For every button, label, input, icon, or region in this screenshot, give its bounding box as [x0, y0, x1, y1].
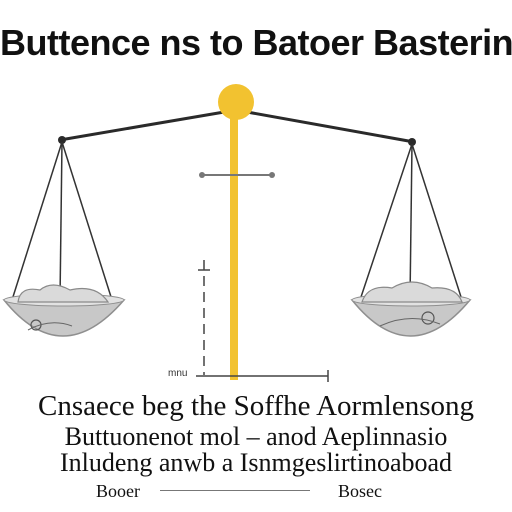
sleeping-figure-icon [17, 284, 110, 331]
caption-line-2: Buttuonenot mol – anod Aeplinnasio [64, 422, 448, 451]
beam-end-right [408, 138, 416, 146]
balance-beam-left [59, 108, 237, 142]
left-string-mid [59, 141, 63, 301]
axis-tick-label: mnu [168, 368, 188, 379]
diagram-title: Buttence ns to Batoer Basterin [0, 22, 512, 63]
footer-rule [160, 490, 310, 491]
right-string-outer [359, 143, 413, 301]
footer-right-label: Bosec [338, 481, 382, 501]
footer-left-label: Booer [96, 481, 140, 501]
crossbar-end-right [269, 172, 275, 178]
beam-end-left [58, 136, 66, 144]
caption-line-1: Cnsaece beg the Soffhe Aormlensong [38, 390, 474, 422]
left-string-inner [61, 141, 113, 301]
right-string-mid [409, 143, 413, 301]
sleeping-figure-icon [361, 281, 463, 327]
right-pan [350, 299, 472, 337]
right-string-inner [411, 143, 463, 301]
center-pole [230, 108, 238, 380]
caption-line-3: Inludeng anwb a Isnmgeslirtinoaboad [59, 448, 453, 477]
crossbar-end-left [199, 172, 205, 178]
balance-beam-right [235, 108, 415, 144]
pole-knob [218, 84, 254, 120]
left-string-outer [11, 141, 63, 301]
